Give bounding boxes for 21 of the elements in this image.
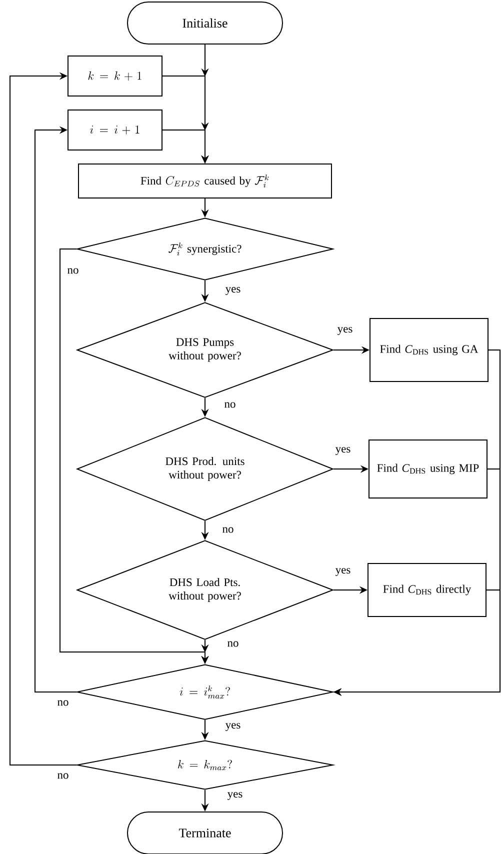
process-box: $k = k + 1$ xyxy=(68,56,162,96)
edge-label: yes xyxy=(334,567,352,577)
process-box: $\text{Find } C_{EPDS} \text{ caused by } \mathcal{F}_i^k$ xyxy=(78,164,332,198)
edge-label: yes xyxy=(226,791,244,801)
edge-label: yes xyxy=(224,722,242,732)
process-box: Find C$_{DHS}$ using GA xyxy=(370,318,488,382)
edge-label: yes xyxy=(224,286,242,296)
edge-label: no xyxy=(221,526,235,534)
edge-label: no xyxy=(226,640,240,648)
edge-label: yes xyxy=(336,326,354,336)
edge-label: no xyxy=(56,772,70,780)
process-box: $i = i + 1$ xyxy=(68,110,162,150)
terminal-box: Initialise xyxy=(127,2,283,44)
process-box: Find C$_{DHS}$ directly xyxy=(368,563,486,617)
arrow xyxy=(34,126,77,692)
process-box: Find C$_{DHS}$ using MIP xyxy=(368,440,488,498)
terminal-box: Terminate xyxy=(127,812,283,854)
arrow xyxy=(10,72,77,766)
edge-label: no xyxy=(223,401,237,409)
edge-label: yes xyxy=(334,446,352,456)
edge-label: no xyxy=(56,699,70,707)
